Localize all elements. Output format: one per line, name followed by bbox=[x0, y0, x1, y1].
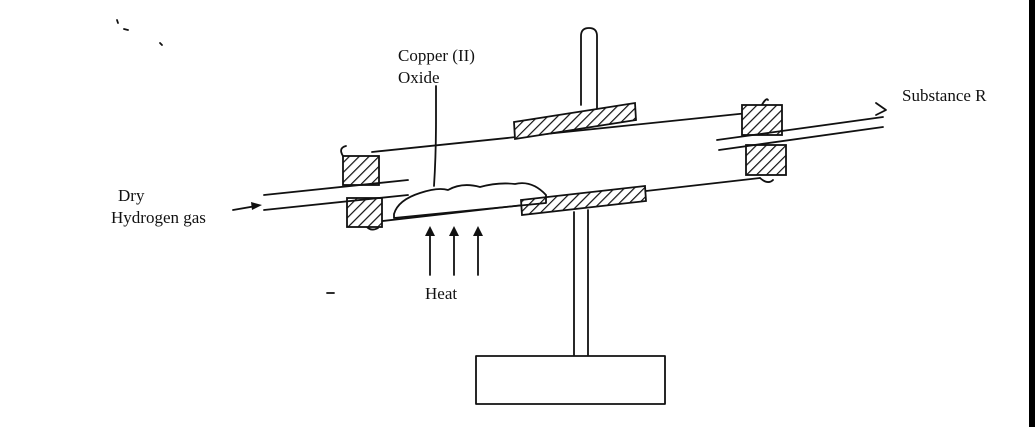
heat-arrows bbox=[425, 226, 483, 276]
clamp-upper-jaw bbox=[513, 101, 637, 141]
clamp-lower-jaw bbox=[520, 184, 647, 217]
inlet-stopper bbox=[340, 145, 383, 228]
stray-marks bbox=[116, 19, 335, 294]
copper-oxide-sample bbox=[393, 182, 547, 219]
heat-label: Heat bbox=[425, 284, 458, 303]
copper-oxide-label-line2: Oxide bbox=[398, 68, 440, 87]
inlet-label-line1: Dry bbox=[118, 186, 145, 205]
copper-oxide-label-line1: Copper (II) bbox=[398, 46, 475, 65]
inlet-label-line2: Hydrogen gas bbox=[111, 208, 206, 227]
copper-oxide-leader-line bbox=[433, 85, 437, 187]
inlet-tube bbox=[263, 179, 409, 211]
outlet-tube bbox=[716, 116, 884, 151]
substance-r-label: Substance R bbox=[902, 86, 987, 105]
right-edge-border bbox=[1029, 0, 1035, 427]
outlet-stopper bbox=[741, 104, 787, 176]
inlet-arrow bbox=[232, 202, 262, 211]
outlet-arrow bbox=[875, 102, 887, 116]
support-stand bbox=[475, 27, 666, 405]
